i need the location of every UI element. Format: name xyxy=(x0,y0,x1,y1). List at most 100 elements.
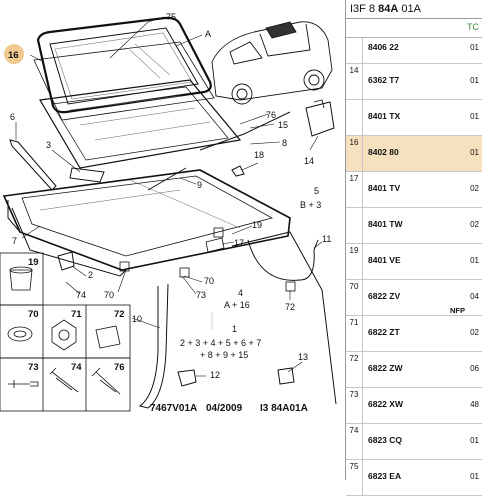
row-part-number: 6822 ZT xyxy=(368,327,400,337)
row-quantity: 02 xyxy=(470,328,479,337)
panel-header: I3F 8 84A 01A xyxy=(346,0,482,19)
row-ref-number: 73 xyxy=(346,388,363,423)
parts-row[interactable]: 14 6362 T7 01 xyxy=(346,64,482,100)
callout-74: 74 xyxy=(76,290,86,300)
callout-17: 17 xyxy=(234,238,244,248)
callout-15: 15 xyxy=(278,120,288,130)
motor-14 xyxy=(305,99,335,137)
callout-16: 16 xyxy=(8,50,19,61)
callout-13: 13 xyxy=(298,352,308,362)
callout-1: 1 xyxy=(232,324,237,334)
row-ref-number: 72 xyxy=(346,352,363,387)
parts-row[interactable]: 8401 TW 02 xyxy=(346,208,482,244)
row-ref-number: 14 xyxy=(346,64,363,99)
header-bold: 84A xyxy=(378,3,399,15)
callout-8: 8 xyxy=(282,138,287,148)
callout-19: 19 xyxy=(252,220,262,230)
callout-70-left: 70 xyxy=(104,290,114,300)
clip-17 xyxy=(205,237,225,253)
row-part-number: 6822 XW xyxy=(368,399,403,409)
main-frame xyxy=(2,169,291,277)
row-part-number: 6822 ZW xyxy=(368,363,403,373)
callout-5: 5 xyxy=(314,186,319,196)
sunroof-exploded-diagram: 75 A 16 6 3 76 15 8 14 18 9 5 B + 3 7 19… xyxy=(0,12,337,412)
callout-70-right: 70 xyxy=(204,276,214,286)
callout-18: 18 xyxy=(254,150,264,160)
grid-label-19: 19 xyxy=(28,257,39,268)
row-quantity: 01 xyxy=(470,112,479,121)
row-quantity: 01 xyxy=(470,76,479,85)
callout-3: 3 xyxy=(46,140,51,150)
callout-A: A xyxy=(205,29,211,39)
grid-label-72: 72 xyxy=(114,309,125,320)
callout-72: 72 xyxy=(285,302,295,312)
row-part-number: 6362 T7 xyxy=(368,75,400,85)
callout-4: 4 xyxy=(238,288,243,298)
row-quantity: 02 xyxy=(470,220,479,229)
parts-row[interactable]: 72 6822 ZW 06 xyxy=(346,352,482,388)
drain-tube-10 xyxy=(138,283,169,409)
row-ref-number: 16 xyxy=(346,136,363,171)
column-header: TC xyxy=(346,19,482,38)
grommet-13 xyxy=(277,367,295,385)
callout-1-formula-line2: + 8 + 9 + 15 xyxy=(200,350,248,360)
handle-3 xyxy=(69,167,105,183)
grid-label-76: 76 xyxy=(114,362,125,373)
parts-row[interactable]: 71 6822 ZT 02 xyxy=(346,316,482,352)
row-quantity: 02 xyxy=(470,184,479,193)
row-note: NFP xyxy=(450,306,465,315)
callout-11: 11 xyxy=(322,234,331,244)
callout-10: 10 xyxy=(132,314,142,324)
callout-2: 2 xyxy=(88,270,93,280)
row-ref-number: 19 xyxy=(346,244,363,279)
box-70 xyxy=(119,261,130,272)
row-ref-number xyxy=(346,208,363,243)
drain-tube-11 xyxy=(247,239,319,281)
rail-8 xyxy=(199,111,291,151)
callout-5-formula: B + 3 xyxy=(300,200,321,210)
row-quantity: 01 xyxy=(470,148,479,157)
row-ref-number: 74 xyxy=(346,424,363,459)
small-parts-grid xyxy=(0,252,131,412)
callout-4-formula: A + 16 xyxy=(224,300,250,310)
diagram-footer: 7467V01A 04/2009 I3 84A01A xyxy=(150,401,345,419)
glass-panel xyxy=(36,16,212,114)
box-72 xyxy=(285,281,296,292)
seal-frame xyxy=(33,41,215,121)
callout-76: 76 xyxy=(266,110,276,120)
row-quantity: 04 xyxy=(470,292,479,301)
column-tag: TC xyxy=(467,22,479,32)
drain-tube-11b xyxy=(231,231,337,405)
callout-75: 75 xyxy=(166,12,176,22)
row-quantity: 01 xyxy=(470,436,479,445)
row-part-number: 6823 EA xyxy=(368,471,402,481)
car-illustration xyxy=(211,21,333,105)
row-part-number: 8406 22 xyxy=(368,42,399,52)
row-quantity: 01 xyxy=(470,43,479,52)
diagram-date: 04/2009 xyxy=(206,403,243,414)
row-part-number: 8401 VE xyxy=(368,255,401,265)
grid-label-74: 74 xyxy=(71,362,82,373)
parts-row[interactable]: 8406 22 01 xyxy=(346,38,482,64)
row-part-number: 8401 TV xyxy=(368,183,401,193)
callout-73: 73 xyxy=(196,290,206,300)
callout-6: 6 xyxy=(10,112,15,122)
row-quantity: 06 xyxy=(470,364,479,373)
row-part-number: 8401 TW xyxy=(368,219,403,229)
header-prefix: I3F 8 xyxy=(350,3,376,15)
row-quantity: 01 xyxy=(470,472,479,481)
row-ref-number: 71 xyxy=(346,316,363,351)
connector-2 xyxy=(57,251,75,271)
grid-label-70: 70 xyxy=(28,309,39,320)
grid-label-73: 73 xyxy=(28,362,39,373)
